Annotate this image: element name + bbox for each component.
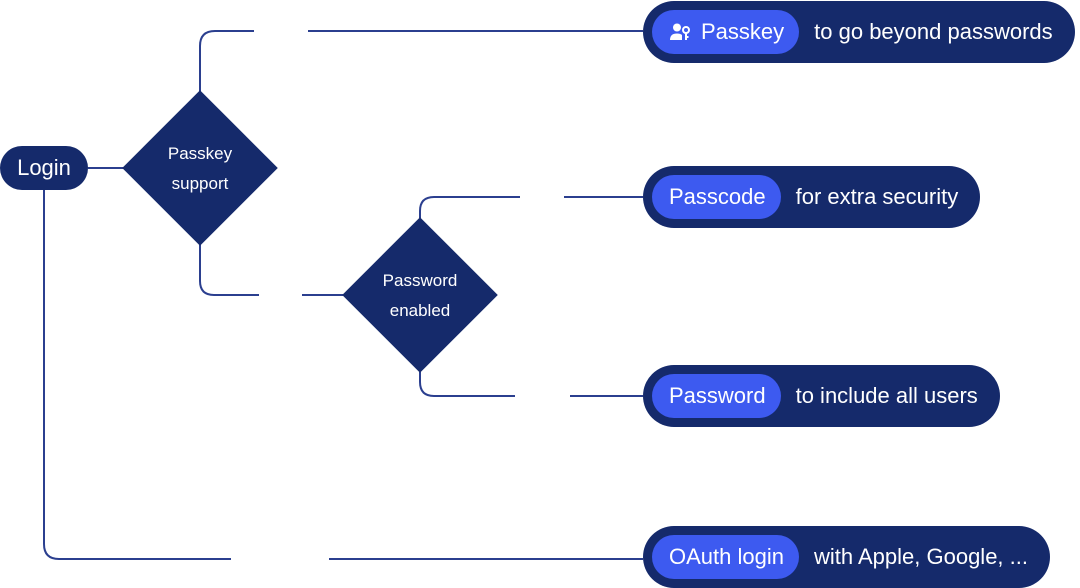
oauth-login-chip: OAuth login — [652, 535, 799, 579]
oauth-login-description: with Apple, Google, ... — [813, 544, 1028, 569]
outcome-oauth-login: OAuth login with Apple, Google, ... — [643, 526, 1050, 588]
passkey-support-label-line1: Passkey — [167, 144, 233, 163]
outcome-password: Password to include all users — [643, 365, 1000, 427]
password-enabled-label-line1: Password — [382, 271, 458, 290]
password-enabled-label: Password enabled — [355, 266, 485, 326]
passcode-chip-label: Passcode — [669, 184, 766, 209]
login-label: Login — [17, 155, 71, 180]
user-key-icon — [669, 21, 691, 43]
passcode-description: for extra security — [795, 184, 959, 209]
oauth-login-chip-label: OAuth login — [669, 544, 784, 569]
passkey-chip-label: Passkey — [701, 19, 785, 44]
connector-passkey-yes-branch — [199, 30, 254, 92]
password-enabled-label-line2: enabled — [389, 301, 451, 320]
passkey-support-label: Passkey support — [135, 139, 265, 199]
login-start-node: Login — [0, 146, 88, 190]
connector-password-no-branch — [419, 372, 515, 397]
connector-passkey-no-branch — [199, 244, 259, 296]
passkey-chip: Passkey — [652, 10, 800, 54]
connector-login-to-oauth — [43, 190, 231, 560]
password-chip: Password — [652, 374, 781, 418]
password-description: to include all users — [795, 383, 978, 408]
passkey-support-label-line2: support — [171, 174, 229, 193]
outcome-passkey: Passkey to go beyond passwords — [643, 1, 1075, 63]
passcode-chip: Passcode — [652, 175, 781, 219]
password-chip-label: Password — [669, 383, 766, 408]
outcome-passcode: Passcode for extra security — [643, 166, 981, 228]
passkey-description: to go beyond passwords — [814, 19, 1053, 44]
connector-password-yes-branch — [419, 196, 520, 218]
